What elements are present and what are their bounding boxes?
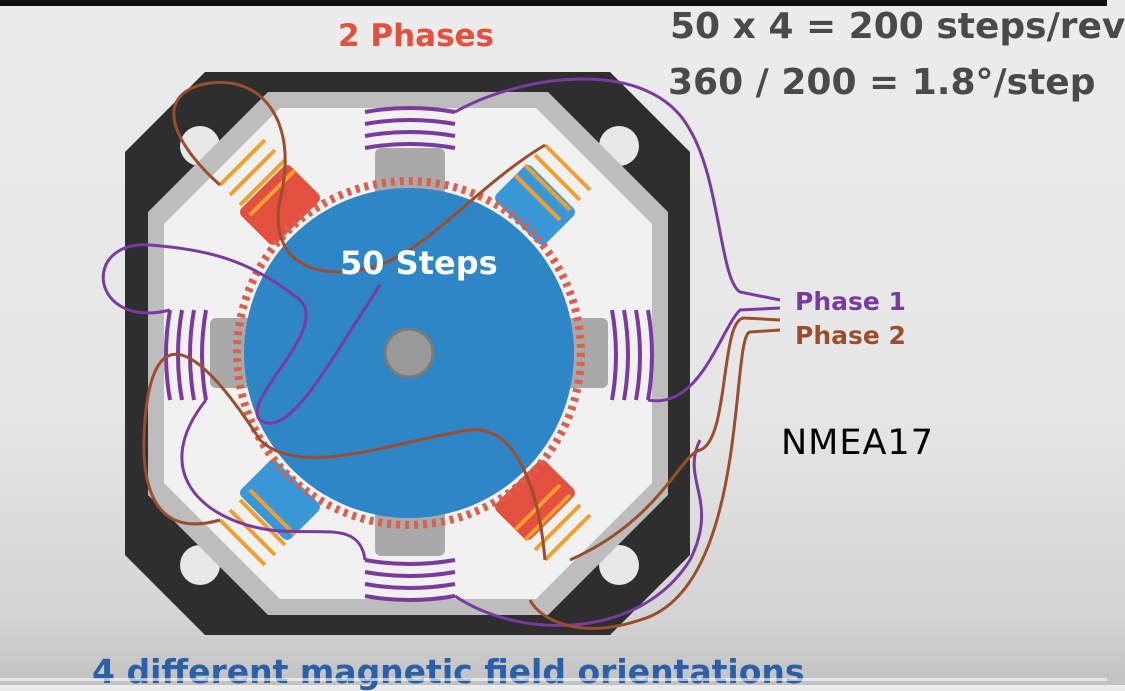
phase2-label: Phase 2 <box>795 321 906 350</box>
video-progress-bar[interactable] <box>0 678 1107 681</box>
phase1-label: Phase 1 <box>795 287 906 316</box>
mounting-hole <box>599 545 639 585</box>
degrees-per-step-equation: 360 / 200 = 1.8°/step <box>668 62 1096 103</box>
rotor-steps-label: 50 Steps <box>340 244 498 282</box>
rotor-teeth-ring <box>233 177 585 529</box>
rotor-shaft <box>383 327 435 379</box>
stator-pole-blue <box>240 165 575 540</box>
diagram-title: 2 Phases <box>338 18 494 54</box>
video-top-bar <box>0 0 1107 6</box>
motor-model-label: NMEA17 <box>781 423 934 463</box>
steps-per-rev-equation: 50 x 4 = 200 steps/rev <box>670 6 1125 47</box>
phase2-wiring <box>142 80 781 630</box>
phase1-wiring <box>101 77 781 627</box>
coil-windings <box>164 106 654 602</box>
caption: 4 different magnetic field orientations <box>92 652 805 691</box>
stepper-motor-diagram <box>101 72 781 635</box>
